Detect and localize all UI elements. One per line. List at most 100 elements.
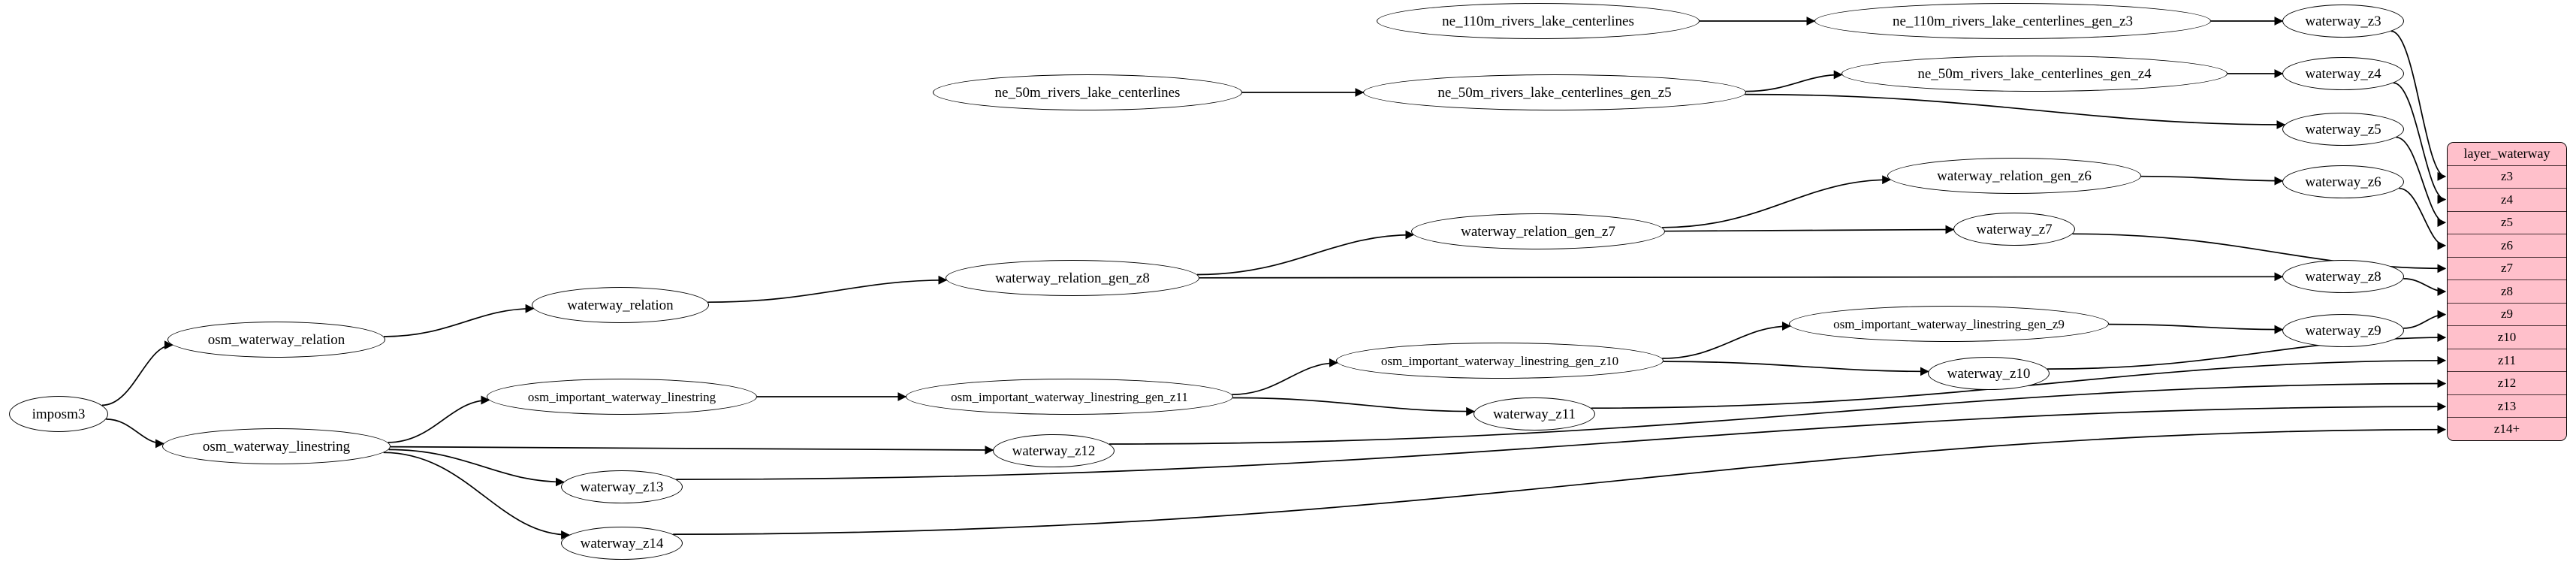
- graph-edge: [707, 275, 948, 304]
- graph-node-label: waterway_relation_gen_z7: [1461, 223, 1615, 240]
- graph-node-label: ne_50m_rivers_lake_centerlines_gen_z5: [1437, 84, 1672, 101]
- graph-node-label: waterway_z6: [2305, 174, 2381, 190]
- graph-node-osm_important_waterway_linestring_gen_z10[interactable]: osm_important_waterway_linestring_gen_z1…: [1336, 343, 1664, 379]
- graph-edge: [1663, 361, 1929, 376]
- record-row-z3[interactable]: z3: [2448, 165, 2566, 189]
- graph-edge: [1745, 93, 2286, 129]
- graph-node-waterway_relation_gen_z7[interactable]: waterway_relation_gen_z7: [1411, 213, 1665, 249]
- record-row-z9[interactable]: z9: [2448, 302, 2566, 326]
- graph-edge: [1664, 225, 1955, 234]
- record-row-z14plus[interactable]: z14+: [2448, 417, 2566, 440]
- graph-node-osm_waterway_linestring[interactable]: osm_waterway_linestring: [162, 428, 391, 464]
- graph-node-waterway_z9[interactable]: waterway_z9: [2282, 314, 2404, 347]
- graph-edge: [388, 449, 565, 487]
- graph-node-ne_50m_rivers_lake_centerlines_gen_z4[interactable]: ne_50m_rivers_lake_centerlines_gen_z4: [1842, 56, 2228, 92]
- graph-node-label: waterway_relation_gen_z8: [995, 270, 1150, 286]
- graph-node-label: waterway_relation_gen_z6: [1937, 168, 2092, 184]
- graph-edge: [1199, 272, 2284, 282]
- graph-edge: [1745, 70, 1843, 92]
- record-row-z12[interactable]: z12: [2448, 371, 2566, 394]
- record-row-z8[interactable]: z8: [2448, 279, 2566, 303]
- record-row-z5[interactable]: z5: [2448, 210, 2566, 234]
- graph-node-label: osm_important_waterway_linestring_gen_z1…: [1380, 353, 1619, 368]
- graph-node-waterway_z6[interactable]: waterway_z6: [2282, 165, 2404, 198]
- graph-edge: [1591, 355, 2447, 409]
- graph-node-ne_50m_rivers_lake_centerlines_gen_z5[interactable]: ne_50m_rivers_lake_centerlines_gen_z5: [1363, 74, 1746, 110]
- graph-node-waterway_z8[interactable]: waterway_z8: [2282, 260, 2404, 293]
- graph-edge: [390, 446, 994, 455]
- record-row-z10[interactable]: z10: [2448, 325, 2566, 349]
- graph-node-waterway_relation[interactable]: waterway_relation: [532, 287, 709, 323]
- graph-node-waterway_relation_gen_z8[interactable]: waterway_relation_gen_z8: [946, 260, 1199, 296]
- graph-node-osm_waterway_relation[interactable]: osm_waterway_relation: [167, 322, 385, 358]
- graph-node-waterway_z4[interactable]: waterway_z4: [2282, 57, 2404, 90]
- graph-node-ne_50m_rivers_lake_centerlines[interactable]: ne_50m_rivers_lake_centerlines: [933, 74, 1242, 110]
- graph-node-label: osm_important_waterway_linestring_gen_z9: [1833, 316, 2065, 331]
- graph-node-osm_important_waterway_linestring_gen_z11[interactable]: osm_important_waterway_linestring_gen_z1…: [906, 379, 1233, 415]
- graph-node-waterway_z10[interactable]: waterway_z10: [1928, 357, 2050, 390]
- graph-edge: [1109, 379, 2447, 445]
- graph-edge: [388, 395, 490, 443]
- graph-node-osm_important_waterway_linestring_gen_z9[interactable]: osm_important_waterway_linestring_gen_z9: [1789, 306, 2109, 342]
- graph-edge: [383, 304, 535, 337]
- graph-node-label: osm_waterway_linestring: [202, 438, 351, 455]
- record-row-z7[interactable]: z7: [2448, 256, 2566, 280]
- record-row-z6[interactable]: z6: [2448, 234, 2566, 257]
- graph-edge: [676, 402, 2447, 480]
- graph-node-waterway_z7[interactable]: waterway_z7: [1953, 213, 2075, 246]
- graph-node-waterway_z13[interactable]: waterway_z13: [561, 470, 683, 503]
- graph-node-waterway_z12[interactable]: waterway_z12: [993, 434, 1115, 467]
- graph-edge: [2390, 30, 2447, 181]
- graph-node-waterway_z5[interactable]: waterway_z5: [2282, 113, 2404, 146]
- graph-edge: [2072, 233, 2447, 273]
- graph-edge: [2108, 323, 2284, 334]
- graph-edge: [1232, 358, 1338, 395]
- graph-node-label: imposm3: [32, 406, 86, 422]
- graph-node-label: ne_50m_rivers_lake_centerlines_gen_z4: [1917, 65, 2152, 82]
- graph-node-label: waterway_z10: [1947, 365, 2031, 382]
- record-row-z11[interactable]: z11: [2448, 348, 2566, 372]
- graph-node-label: waterway_z11: [1492, 406, 1576, 422]
- graph-node-label: waterway_z12: [1012, 443, 1096, 459]
- graph-edge: [1662, 175, 1892, 228]
- graph-edge: [2140, 175, 2284, 186]
- graph-node-label: osm_important_waterway_linestring_gen_z1…: [951, 389, 1188, 404]
- graph-node-ne_110m_rivers_lake_centerlines[interactable]: ne_110m_rivers_lake_centerlines: [1377, 3, 1700, 39]
- graph-node-label: waterway_relation: [567, 297, 674, 313]
- graph-node-label: waterway_z5: [2305, 121, 2381, 137]
- graph-node-label: osm_important_waterway_linestring: [527, 389, 716, 404]
- graph-node-ne_110m_rivers_lake_centerlines_gen_z3[interactable]: ne_110m_rivers_lake_centerlines_gen_z3: [1814, 3, 2211, 39]
- record-title: layer_waterway: [2448, 143, 2566, 165]
- graph-edge: [2403, 278, 2447, 296]
- graph-edge: [2396, 136, 2447, 228]
- graph-node-label: waterway_z3: [2305, 13, 2381, 29]
- graph-edge: [2399, 187, 2447, 250]
- record-row-z13[interactable]: z13: [2448, 394, 2566, 418]
- graph-node-label: ne_110m_rivers_lake_centerlines: [1442, 13, 1634, 29]
- graph-node-label: waterway_z8: [2305, 268, 2381, 285]
- graph-node-osm_important_waterway_linestring[interactable]: osm_important_waterway_linestring: [487, 379, 757, 415]
- graph-node-label: ne_110m_rivers_lake_centerlines_gen_z3: [1892, 13, 2134, 29]
- graph-edge: [2403, 310, 2447, 329]
- graph-edge: [101, 340, 173, 406]
- graph-node-label: osm_waterway_relation: [207, 331, 345, 348]
- graph-node-label: waterway_z14: [580, 535, 664, 551]
- graph-edge: [1662, 322, 1791, 359]
- graph-node-waterway_z11[interactable]: waterway_z11: [1474, 397, 1595, 431]
- graph-node-label: waterway_z4: [2305, 65, 2381, 82]
- graph-edge: [673, 425, 2447, 535]
- graph-node-waterway_z3[interactable]: waterway_z3: [2282, 5, 2404, 38]
- graph-edge: [1232, 397, 1476, 416]
- graph-node-imposm3[interactable]: imposm3: [9, 396, 108, 432]
- graph-edge: [383, 452, 570, 539]
- graph-node-label: waterway_z7: [1976, 221, 2053, 237]
- graph-node-waterway_relation_gen_z6[interactable]: waterway_relation_gen_z6: [1887, 158, 2141, 194]
- record-row-z4[interactable]: z4: [2448, 188, 2566, 211]
- graph-node-label: ne_50m_rivers_lake_centerlines: [994, 84, 1181, 101]
- graph-edge: [1196, 230, 1415, 276]
- graph-node-waterway_z14[interactable]: waterway_z14: [561, 527, 683, 560]
- graph-edge: [106, 418, 164, 449]
- graph-node-label: waterway_z9: [2305, 322, 2381, 339]
